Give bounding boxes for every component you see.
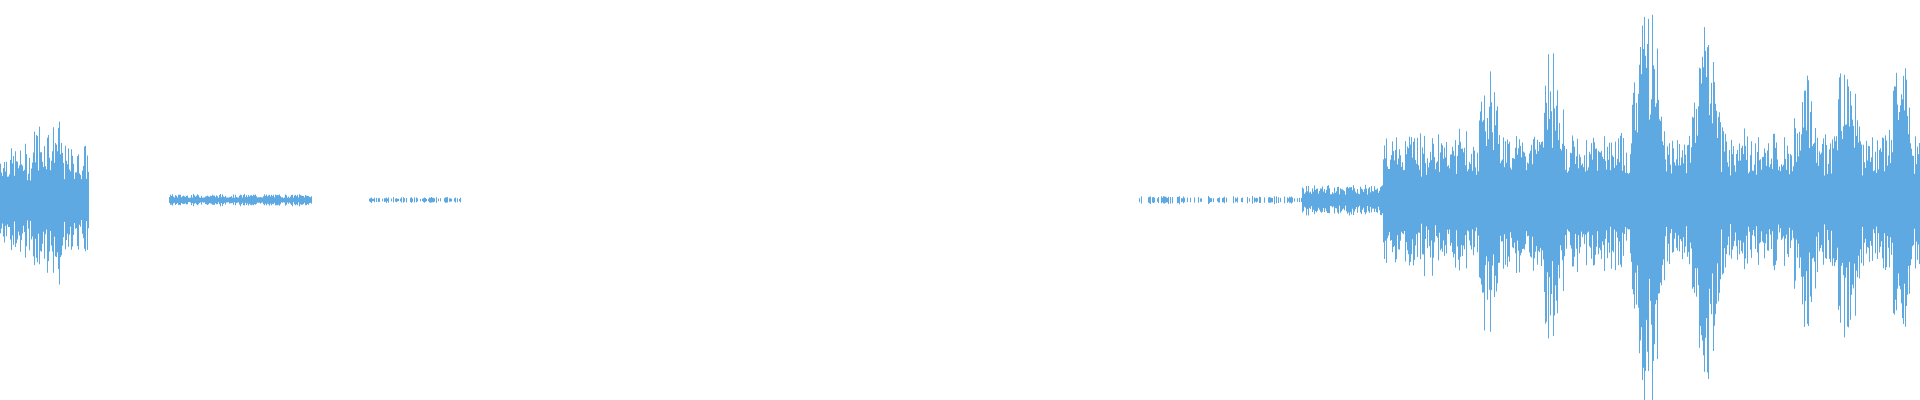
waveform-bars	[0, 14, 1920, 400]
